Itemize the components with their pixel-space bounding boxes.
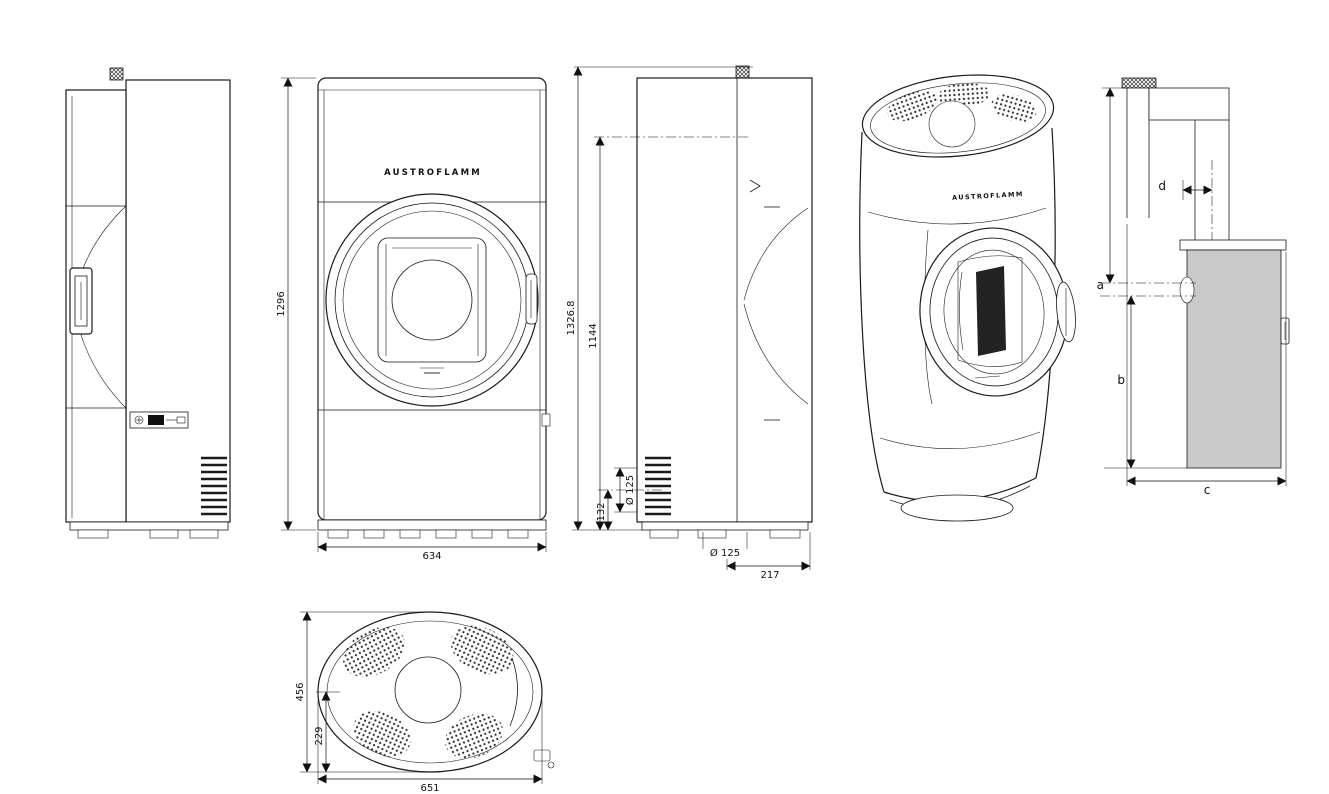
stove-body — [1186, 249, 1282, 469]
dimension-b: b — [1104, 295, 1187, 469]
front-view: 1296 AUSTROFLAMM — [276, 77, 551, 562]
label-c: c — [1204, 483, 1211, 497]
top-width-dimension: 651 — [317, 700, 543, 794]
front-height-label: 1296 — [276, 291, 287, 316]
bottom-outlet-diameter-label: Ø 125 — [710, 547, 740, 559]
door-handle — [1280, 317, 1290, 345]
stove-top-plate — [1179, 239, 1287, 251]
rear-outlet — [1179, 276, 1195, 304]
front-width-label: 634 — [422, 551, 441, 562]
rear-outlet-diameter-label: Ø 125 — [624, 475, 636, 505]
dimension-a: a — [1097, 87, 1127, 292]
flue-cap-icon — [1121, 77, 1157, 89]
door-handle — [525, 273, 538, 325]
latch — [541, 413, 551, 427]
side-total-height-dimension: 1326.8 — [566, 66, 753, 531]
vent-grille — [645, 456, 671, 516]
brand-logo-front: AUSTROFLAMM — [384, 168, 482, 178]
top-half-depth-label: 229 — [314, 726, 325, 745]
top-view: 456 229 651 — [295, 611, 555, 794]
label-d: d — [1158, 179, 1166, 193]
top-width-label: 651 — [420, 783, 439, 794]
label-a: a — [1097, 278, 1104, 292]
flue-duct-horizontal — [1148, 87, 1230, 121]
top-vent-perforations — [343, 625, 514, 759]
bottom-outlet-dimensions: Ø 125 217 — [702, 532, 811, 581]
top-depth-label: 456 — [295, 682, 306, 701]
connection-schematic: a b c d — [1097, 77, 1290, 497]
dimension-c: c — [1126, 224, 1287, 497]
stove-door — [919, 227, 1076, 397]
rear-outlet-height-label: 132 — [596, 502, 607, 521]
door-handle — [1056, 281, 1076, 343]
flue-collar-icon — [109, 67, 124, 81]
rear-outlet-dimensions: Ø 125 132 — [596, 467, 664, 531]
door-handle — [69, 267, 93, 335]
door-handle — [509, 657, 518, 727]
label-b: b — [1117, 373, 1125, 387]
door-window — [391, 259, 473, 341]
vent-grille — [201, 456, 227, 516]
flue-collar-icon — [735, 65, 750, 79]
feet-row — [327, 529, 529, 539]
bottom-outlet-offset-label: 217 — [760, 570, 779, 581]
brand-logo-perspective: AUSTROFLAMM — [952, 190, 1024, 202]
top-depth-dimension: 456 — [295, 611, 424, 773]
base — [900, 494, 1014, 522]
side-total-height-label: 1326.8 — [566, 301, 577, 336]
perspective-view: AUSTROFLAMM — [859, 74, 1076, 522]
front-width-dimension: 634 — [317, 532, 547, 562]
side-inner-height-label: 1144 — [588, 323, 599, 348]
top-center-opening — [928, 100, 976, 148]
firebox-glass — [976, 266, 1006, 356]
side-view-right: 1326.8 1144 Ø 125 132 Ø 125 217 — [566, 65, 813, 581]
front-height-dimension: 1296 — [276, 77, 316, 531]
top-half-depth-dimension: 229 — [314, 691, 340, 773]
dimension-d: d — [1158, 179, 1213, 200]
top-center-opening — [394, 656, 462, 724]
side-inner-height-dimension: 1144 — [588, 136, 748, 531]
arrow-mark-icon — [749, 179, 761, 193]
stove-door — [325, 193, 539, 407]
air-control — [129, 411, 189, 429]
side-view-left — [65, 67, 231, 539]
